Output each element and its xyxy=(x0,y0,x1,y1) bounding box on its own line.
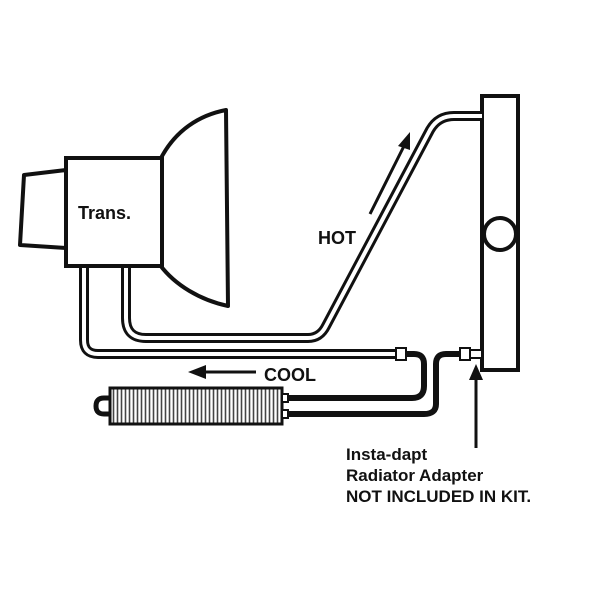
adapter-label-line1: Insta-dapt xyxy=(346,445,428,464)
transmission-bell-housing xyxy=(158,108,230,308)
cooler-port-bottom xyxy=(281,409,289,419)
transmission xyxy=(18,108,230,308)
transmission-cooler xyxy=(93,386,289,426)
adapter-pointer-arrow xyxy=(469,364,483,448)
radiator xyxy=(480,94,520,372)
hose-to-cooler-bottom xyxy=(286,351,462,417)
hot-line xyxy=(121,111,482,343)
hot-flow-arrow xyxy=(368,132,410,215)
cool-line-fitting xyxy=(395,347,407,361)
transmission-case xyxy=(64,156,164,268)
adapter-nipple xyxy=(469,349,483,359)
adapter-label-line2: Radiator Adapter xyxy=(346,466,484,485)
transmission-label: Trans. xyxy=(78,203,131,223)
adapter-label-line3: NOT INCLUDED IN KIT. xyxy=(346,487,531,506)
adapter-fitting xyxy=(459,347,471,361)
cooler-port-top xyxy=(281,393,289,403)
cool-label: COOL xyxy=(264,365,316,385)
cool-line xyxy=(79,268,398,359)
cooler-core xyxy=(108,386,284,426)
hose-to-cooler-top xyxy=(286,351,427,401)
radiator-cap xyxy=(482,216,518,252)
dark-hoses xyxy=(286,347,483,417)
transmission-tailshaft xyxy=(18,168,68,250)
hot-label: HOT xyxy=(318,228,356,248)
cool-flow-arrow xyxy=(188,365,256,379)
cooler-return-bend xyxy=(93,395,112,417)
